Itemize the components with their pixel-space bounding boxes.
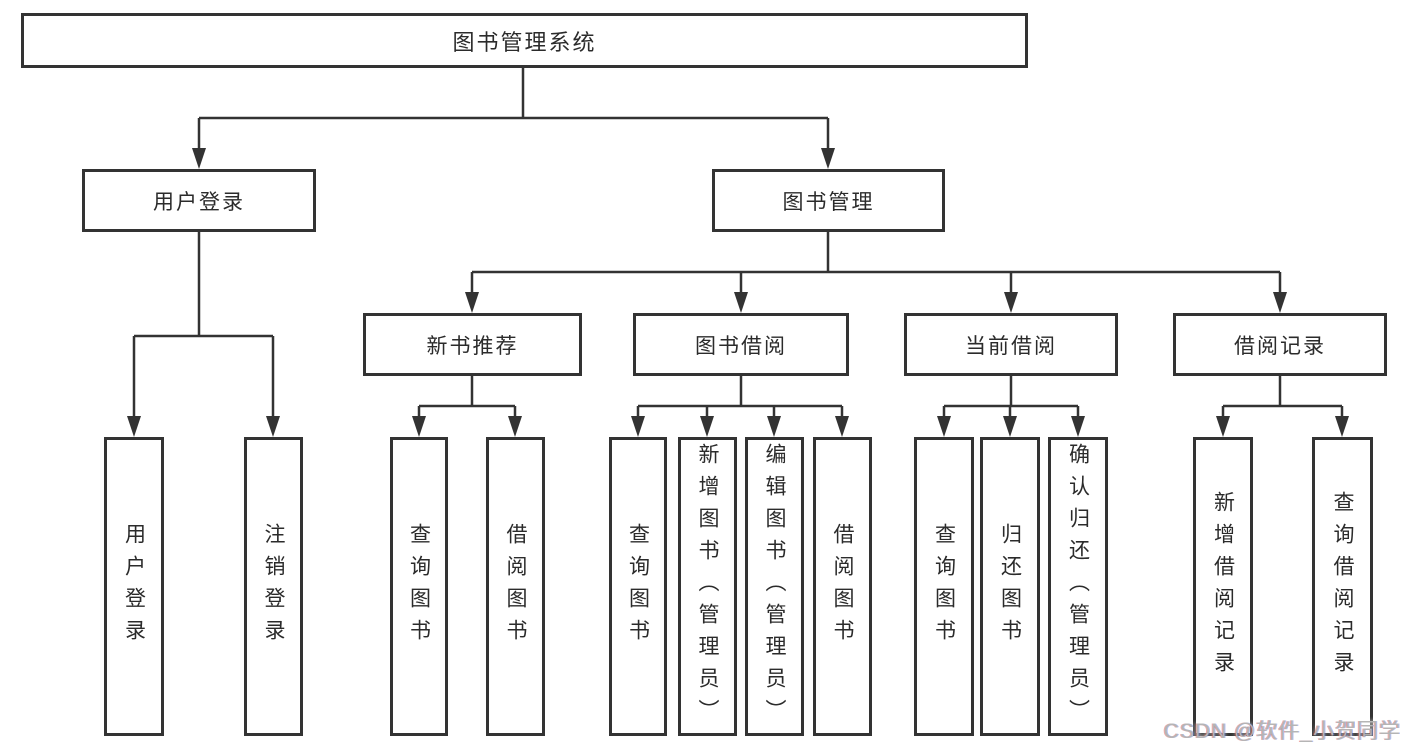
node-root-library-management-system: 图书管理系统 (21, 13, 1028, 68)
leaf-add-book-admin: 新增图书（管理员） (678, 437, 737, 736)
leaf-edit-book-admin: 编辑图书（管理员） (745, 437, 804, 736)
leaf-logout: 注销登录 (244, 437, 303, 736)
node-book-management: 图书管理 (712, 169, 945, 232)
leaf-query-books-current: 查询图书 (914, 437, 974, 736)
leaf-borrow-books: 借阅图书 (813, 437, 872, 736)
leaf-query-borrow-record: 查询借阅记录 (1312, 437, 1373, 736)
leaf-borrow-books-recommend: 借阅图书 (486, 437, 545, 736)
arrowhead-icons (127, 148, 1349, 437)
node-user-login: 用户登录 (82, 169, 316, 232)
leaf-return-book: 归还图书 (980, 437, 1040, 736)
leaf-confirm-return-admin: 确认归还（管理员） (1048, 437, 1108, 736)
node-book-borrowing: 图书借阅 (633, 313, 849, 376)
leaf-user-login: 用户登录 (104, 437, 164, 736)
node-current-borrowing: 当前借阅 (904, 313, 1118, 376)
node-new-book-recommend: 新书推荐 (363, 313, 582, 376)
leaf-query-books-recommend: 查询图书 (390, 437, 448, 736)
leaf-query-books-borrow: 查询图书 (609, 437, 667, 736)
leaf-add-borrow-record: 新增借阅记录 (1193, 437, 1253, 736)
watermark: CSDN @软件_小贺同学 (1163, 720, 1401, 743)
node-borrowing-records: 借阅记录 (1173, 313, 1387, 376)
